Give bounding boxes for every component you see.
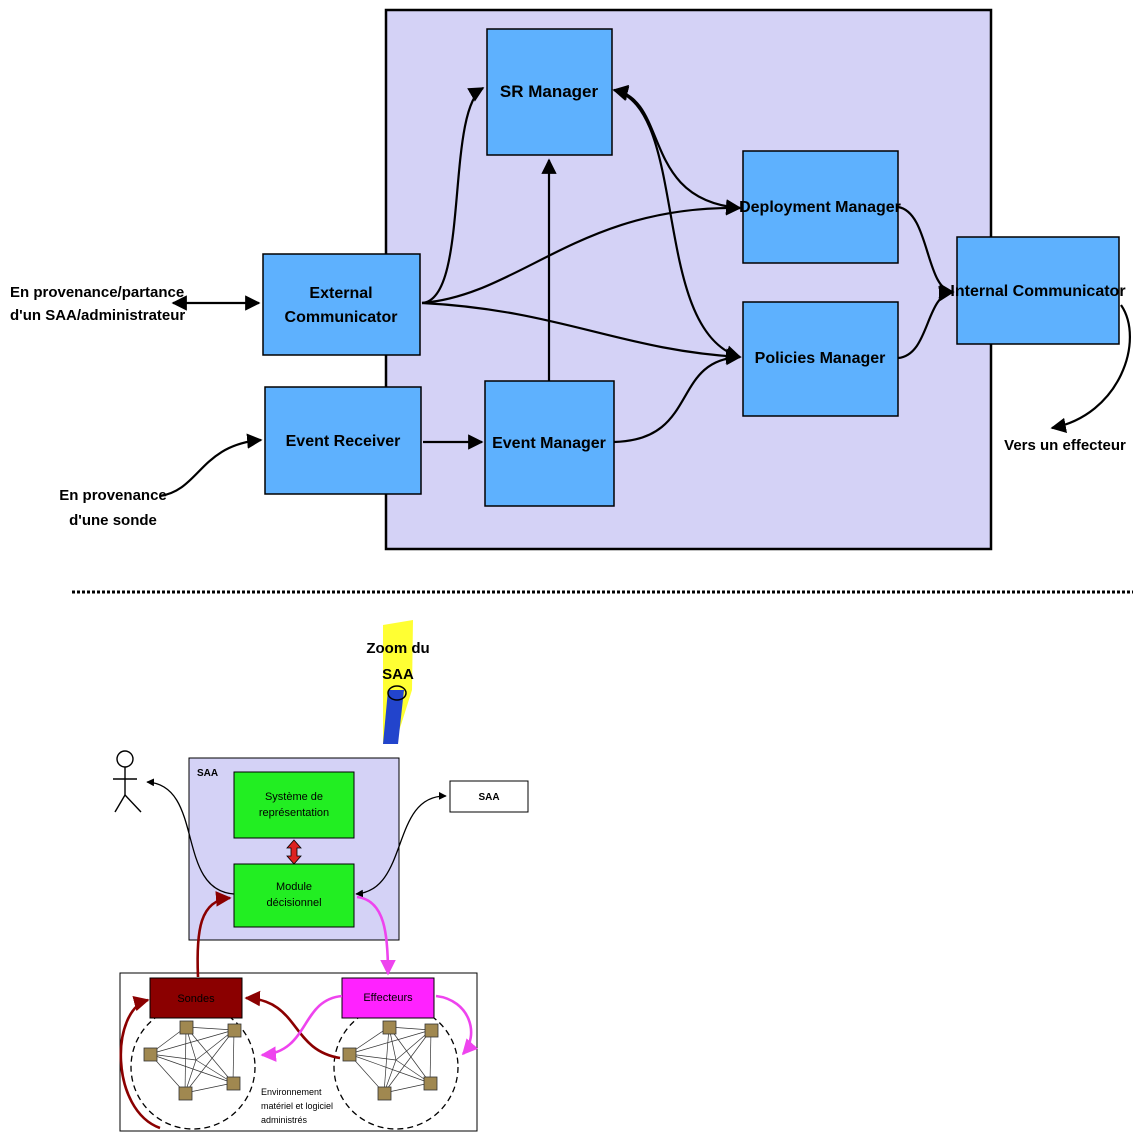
internal-communicator-box: Internal Communicator xyxy=(950,236,1126,345)
zoom-lens-icon xyxy=(387,685,407,701)
zoom-indicator: Zoom du SAA xyxy=(366,620,430,744)
probes-label: Sondes xyxy=(177,993,215,1005)
arrow-probes-to-decision xyxy=(196,891,232,978)
sr-manager-label: SR Manager xyxy=(500,82,599,101)
representation-system-box: Système de représentation xyxy=(233,771,355,839)
event-manager-label: Event Manager xyxy=(492,435,606,452)
probes-box: Sondes xyxy=(149,977,243,1019)
policies-manager-box: Policies Manager xyxy=(742,301,899,417)
probe-label-2: d'une sonde xyxy=(69,512,157,529)
saa-frame-label: SAA xyxy=(197,768,218,779)
arrow-ext-to-sr xyxy=(421,87,485,305)
effectors-label: Effecteurs xyxy=(363,992,413,1004)
environment-label-1: Environnement xyxy=(261,1087,322,1097)
manager-frame xyxy=(384,8,993,551)
external-communicator-label-2: Communicator xyxy=(285,309,398,326)
deployment-manager-box: Deployment Manager xyxy=(739,150,901,264)
other-saa-label: SAA xyxy=(478,792,499,803)
event-receiver-box: Event Receiver xyxy=(264,386,422,495)
representation-system-label-1: Système de xyxy=(265,791,323,803)
probe-connectors xyxy=(119,891,341,1130)
arrow-decision-to-person xyxy=(146,778,235,895)
arrow-effectors-to-env-right xyxy=(435,994,479,1056)
effectors-box: Effecteurs xyxy=(341,977,435,1019)
arrow-sr-policies xyxy=(612,86,742,361)
environment-label-3: administrés xyxy=(261,1115,308,1125)
decision-module-box: Module décisionnel xyxy=(233,863,355,928)
effector-label: Vers un effecteur xyxy=(1004,437,1126,454)
representation-system-label-2: représentation xyxy=(259,807,329,819)
saa-admin-label-2: d'un SAA/administrateur xyxy=(10,307,185,324)
decision-module-label-1: Module xyxy=(276,881,312,893)
arrow-effectors-to-env-left xyxy=(260,994,343,1062)
saa-admin-label-1: En provenance/partance xyxy=(10,284,184,301)
effector-connectors xyxy=(260,895,479,1062)
internal-communicator-label: Internal Communicator xyxy=(950,283,1125,300)
arrow-env-left-to-probes xyxy=(119,996,161,1130)
resource-node-icons xyxy=(143,1020,439,1101)
zoom-label-1: Zoom du xyxy=(366,640,429,657)
zoom-label-2: SAA xyxy=(382,666,414,683)
external-communicator-label-1: External xyxy=(309,285,372,302)
environment-label: Environnement matériel et logiciel admin… xyxy=(261,1087,333,1125)
arrow-internal-to-effector xyxy=(1050,304,1131,433)
arrow-decision-to-other-saa xyxy=(355,791,447,898)
policies-manager-label: Policies Manager xyxy=(755,350,886,367)
arrow-probe-to-receiver xyxy=(159,433,263,498)
deployment-manager-label: Deployment Manager xyxy=(739,199,901,216)
top-connectors xyxy=(159,84,1131,498)
bottom-connectors xyxy=(146,778,447,898)
external-communicator-box: External Communicator xyxy=(262,253,421,356)
arrow-env-right-to-probes xyxy=(244,990,341,1060)
zoom-stem xyxy=(383,690,404,744)
arrow-eventmgr-to-policies xyxy=(613,349,742,444)
environment-label-2: matériel et logiciel xyxy=(261,1101,333,1111)
event-manager-box: Event Manager xyxy=(484,380,615,507)
arrow-decision-to-effectors xyxy=(356,895,396,976)
arrow-policies-to-internal xyxy=(897,285,955,360)
event-receiver-label: Event Receiver xyxy=(286,433,401,450)
administrator-person-icon xyxy=(113,750,142,813)
sr-manager-box: SR Manager xyxy=(486,28,613,156)
other-saa-box: SAA xyxy=(449,780,529,813)
probe-label-1: En provenance xyxy=(59,487,167,504)
representation-decision-double-arrow xyxy=(286,839,302,865)
decision-module-label-2: décisionnel xyxy=(266,897,321,909)
